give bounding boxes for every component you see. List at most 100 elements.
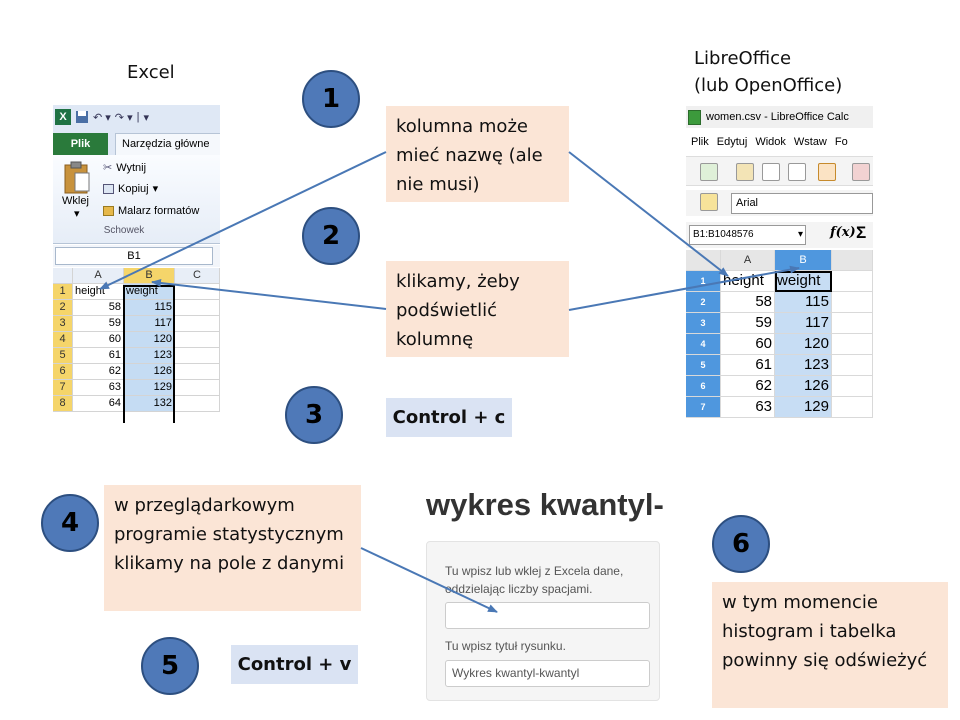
cell-b[interactable]: 117 — [775, 313, 832, 334]
select-all-corner[interactable] — [53, 268, 73, 284]
data-input[interactable] — [445, 602, 650, 629]
cell-b[interactable]: 120 — [775, 334, 832, 355]
cell-a[interactable]: 58 — [721, 292, 775, 313]
row-header[interactable]: 7 — [53, 380, 73, 396]
step-2-badge: 2 — [302, 207, 360, 265]
cell-a[interactable]: 61 — [721, 355, 775, 376]
excel-heading: Excel — [127, 62, 175, 83]
cell-c[interactable] — [832, 355, 873, 376]
menu-item-format[interactable]: Fo — [834, 136, 848, 148]
cell-c[interactable] — [175, 316, 220, 332]
row-header[interactable]: 2 — [53, 300, 73, 316]
cell-b[interactable]: 115 — [124, 300, 175, 316]
select-all-corner[interactable] — [686, 250, 721, 271]
menu-item-file[interactable]: Plik — [691, 136, 709, 148]
cut-button[interactable]: ✂ Wytnij — [103, 161, 147, 175]
edit-mode-icon[interactable] — [818, 163, 836, 181]
cell-b[interactable]: 123 — [775, 355, 832, 376]
menu-item-edit[interactable]: Edytuj — [716, 136, 748, 148]
row-header[interactable]: 4 — [53, 332, 73, 348]
tab-home[interactable]: Narzędzia główne — [115, 133, 220, 155]
cell-b[interactable]: 115 — [775, 292, 832, 313]
cell-a[interactable]: 59 — [721, 313, 775, 334]
column-header-c[interactable] — [832, 250, 873, 271]
libreoffice-title-bar: women.csv - LibreOffice Calc — [686, 106, 873, 128]
cell-c[interactable] — [832, 271, 873, 292]
open-icon[interactable] — [736, 163, 754, 181]
libreoffice-heading-line1: LibreOffice — [694, 48, 792, 69]
menu-item-view[interactable]: Widok — [755, 136, 786, 148]
column-header-c[interactable]: C — [175, 268, 220, 284]
copy-button[interactable]: Kopiuj ▾ — [103, 182, 158, 195]
name-box-dropdown-icon[interactable]: ▾ — [797, 229, 803, 240]
title-input[interactable]: Wykres kwantyl-kwantyl — [445, 660, 650, 687]
libreoffice-screenshot: women.csv - LibreOffice Calc Plik Edytuj… — [686, 106, 873, 423]
cell-c[interactable] — [832, 397, 873, 418]
redo-icon[interactable]: ↷ ▾ — [114, 111, 133, 124]
row-header[interactable]: 6 — [686, 376, 721, 397]
column-header-b[interactable]: B — [775, 250, 832, 271]
row-header[interactable]: 1 — [53, 284, 73, 300]
copy-dropdown-icon[interactable]: ▾ — [152, 183, 159, 195]
libreoffice-name-box[interactable]: B1:B1048576 ▾ — [689, 225, 806, 245]
cell-c[interactable] — [832, 334, 873, 355]
row-header[interactable]: 3 — [53, 316, 73, 332]
cell-b[interactable]: 129 — [775, 397, 832, 418]
clipboard-group-label: Schowek — [103, 225, 145, 236]
paste-dropdown-icon[interactable]: ▾ — [74, 208, 80, 220]
cell-c[interactable] — [175, 364, 220, 380]
menu-item-insert[interactable]: Wstaw — [793, 136, 827, 148]
cut-label: Wytnij — [116, 161, 147, 174]
new-document-icon[interactable] — [700, 163, 718, 181]
cell-b[interactable]: weight — [124, 284, 175, 300]
row-header[interactable]: 3 — [686, 313, 721, 334]
function-wizard-icon[interactable]: f(x) — [830, 225, 856, 240]
font-name-field[interactable]: Arial — [731, 193, 873, 214]
format-painter-button[interactable]: Malarz formatów — [103, 205, 199, 217]
cell-c[interactable] — [832, 313, 873, 334]
row-header[interactable]: 4 — [686, 334, 721, 355]
column-header-a[interactable]: A — [73, 268, 124, 284]
cell-a[interactable]: 60 — [721, 334, 775, 355]
row-header[interactable]: 8 — [53, 396, 73, 412]
cell-c[interactable] — [175, 380, 220, 396]
customize-toolbar-icon[interactable]: ▾ — [143, 111, 149, 124]
cell-c[interactable] — [175, 332, 220, 348]
paste-icon[interactable] — [63, 161, 91, 195]
row-header[interactable]: 7 — [686, 397, 721, 418]
cell-c[interactable] — [175, 300, 220, 316]
styles-icon[interactable] — [700, 193, 718, 211]
cell-b[interactable]: 123 — [124, 348, 175, 364]
column-header-a[interactable]: A — [721, 250, 775, 271]
undo-icon[interactable]: ↶ ▾ — [93, 111, 111, 124]
save-icon[interactable] — [762, 163, 780, 181]
row-header[interactable]: 5 — [686, 355, 721, 376]
row-header[interactable]: 5 — [53, 348, 73, 364]
row-header[interactable]: 6 — [53, 364, 73, 380]
cell-a[interactable]: 63 — [721, 397, 775, 418]
export-pdf-icon[interactable] — [852, 163, 870, 181]
tab-file[interactable]: Plik — [53, 133, 108, 155]
cell-c[interactable] — [175, 284, 220, 300]
excel-ribbon: Wklej ▾ ✂ Wytnij Kopiuj ▾ Malarz formató… — [53, 155, 220, 244]
cell-b[interactable]: 126 — [775, 376, 832, 397]
cell-c[interactable] — [832, 292, 873, 313]
cell-b[interactable]: 132 — [124, 396, 175, 412]
cell-c[interactable] — [832, 376, 873, 397]
step-3-badge: 3 — [285, 386, 343, 444]
paste-button[interactable]: Wklej ▾ — [62, 195, 89, 220]
cell-c[interactable] — [175, 348, 220, 364]
cell-b[interactable]: 129 — [124, 380, 175, 396]
sum-icon[interactable]: Σ — [856, 223, 867, 242]
cell-b[interactable]: 117 — [124, 316, 175, 332]
row-header[interactable]: 2 — [686, 292, 721, 313]
toolbar-separator: | — [136, 111, 140, 123]
email-icon[interactable] — [788, 163, 806, 181]
cell-a[interactable]: 62 — [721, 376, 775, 397]
save-icon[interactable] — [75, 110, 89, 124]
cell-c[interactable] — [175, 396, 220, 412]
excel-name-box[interactable]: B1 — [55, 247, 213, 265]
